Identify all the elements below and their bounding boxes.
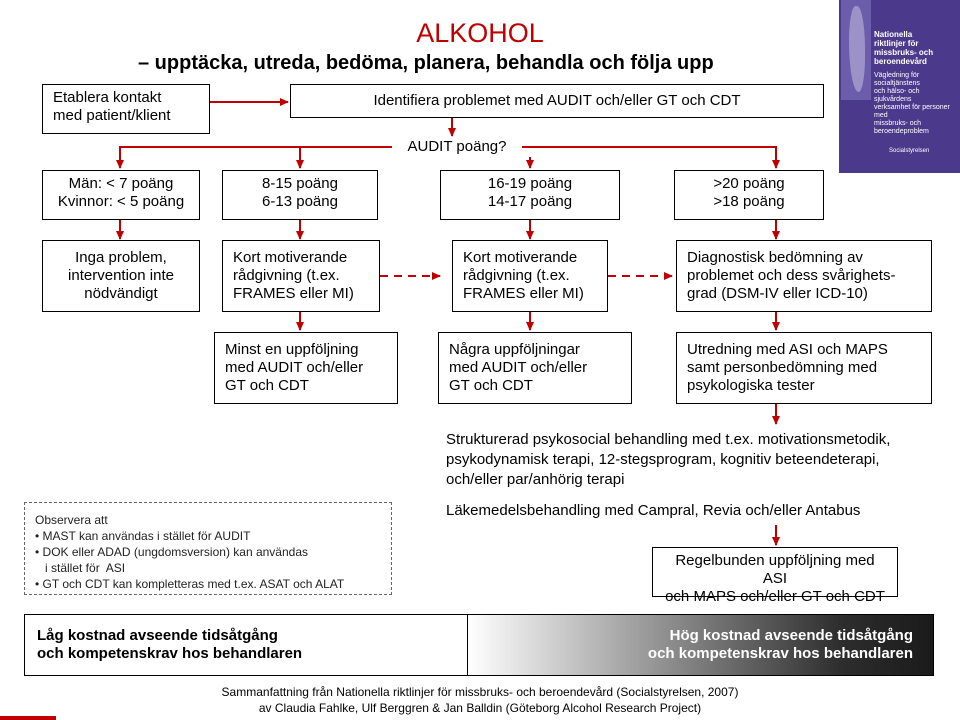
low-cost-label: Låg kostnad avseende tidsåtgång och komp… <box>24 614 468 676</box>
cover-publisher: Socialstyrelsen <box>889 148 929 154</box>
medication-treatment-text: Läkemedelsbehandling med Campral, Revia … <box>446 501 946 521</box>
regular-followup-box: Regelbunden uppföljning med ASI och MAPS… <box>652 547 898 597</box>
cover-text: Nationella riktlinjer för missbruks- och… <box>874 30 958 136</box>
arrow-audit-to-score-d <box>522 147 776 168</box>
note-heading: Observera att <box>35 512 381 528</box>
psychosocial-treatment-text: Strukturerad psykosocial behandling med … <box>446 430 946 490</box>
score-box-very-high: >20 poäng>18 poäng <box>674 170 824 220</box>
guideline-cover-logo: Nationella riktlinjer för missbruks- och… <box>839 0 960 173</box>
page-title: ALKOHOL <box>0 18 960 48</box>
observation-note-box: Observera att • MAST kan användas i stäl… <box>24 502 392 595</box>
arrow-audit-to-score-a <box>120 147 392 168</box>
identify-problem-box: Identifiera problemet med AUDIT och/elle… <box>290 84 824 118</box>
high-cost-label: Hög kostnad avseende tidsåtgång och komp… <box>468 614 934 676</box>
source-footer: Sammanfattning från Nationella riktlinje… <box>0 684 960 716</box>
audit-score-label: AUDIT poäng? <box>392 138 522 156</box>
page-subtitle: – upptäcka, utreda, bedöma, planera, beh… <box>138 51 714 75</box>
cover-map-graphic <box>841 0 871 100</box>
corner-accent-bar <box>0 716 56 720</box>
establish-contact-box: Etablera kontakt med patient/klient <box>42 84 210 134</box>
